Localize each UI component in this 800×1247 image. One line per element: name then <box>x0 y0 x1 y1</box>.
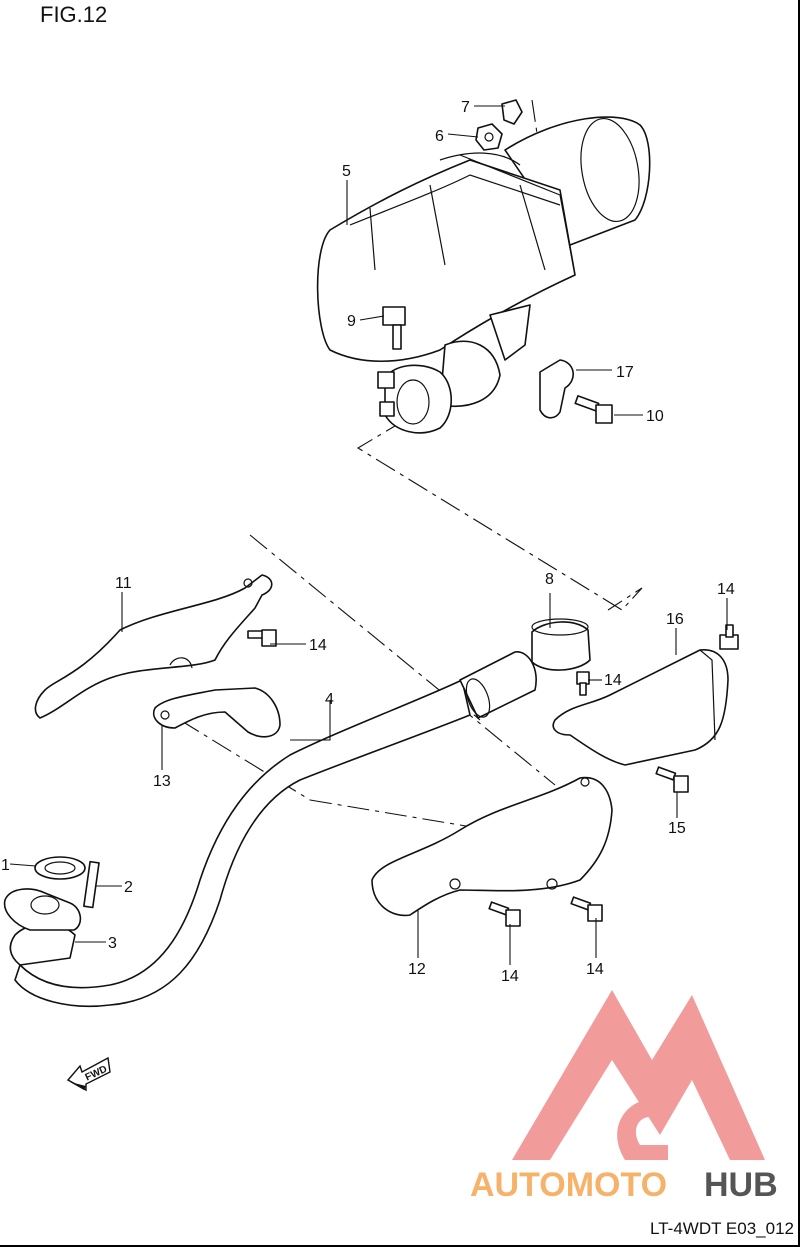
figure-title: FIG.12 <box>40 2 108 27</box>
callout-12: 12 <box>408 961 426 978</box>
heat-shield-16 <box>552 649 729 766</box>
exhaust-pipe <box>9 651 537 1008</box>
bolt-14-a <box>247 629 277 647</box>
watermark-word-b: HUB <box>704 1166 778 1204</box>
heat-shield-12 <box>371 776 613 917</box>
bolt-9 <box>382 306 406 350</box>
callout-2: 2 <box>124 879 133 896</box>
leader-lines <box>9 105 728 965</box>
callout-15: 15 <box>668 820 686 837</box>
callout-5: 5 <box>342 163 351 180</box>
callout-14-c: 14 <box>604 672 622 689</box>
bolt-14-c <box>576 671 590 696</box>
figure-code: LT-4WDT E03_012 <box>650 1219 794 1238</box>
callout-8: 8 <box>545 571 554 588</box>
callout-4: 4 <box>325 691 334 708</box>
nut-6 <box>475 123 503 151</box>
fwd-label: FWD <box>84 1064 109 1084</box>
callout-14-a: 14 <box>309 637 327 654</box>
callout-13: 13 <box>153 773 171 790</box>
callout-14-e: 14 <box>586 961 604 978</box>
bolt-14-e <box>570 896 603 922</box>
bolt-15 <box>655 766 689 793</box>
callout-3: 3 <box>108 935 117 952</box>
muffler-inlet-pipe <box>377 340 501 434</box>
callout-9: 9 <box>347 313 356 330</box>
bolt-14-b <box>719 624 739 650</box>
muffler <box>316 116 651 362</box>
heat-shield-13 <box>153 687 281 738</box>
bolt-14-d <box>488 901 521 927</box>
callout-7: 7 <box>461 99 470 116</box>
watermark-logo-icon <box>512 990 765 1160</box>
callout-16: 16 <box>666 611 684 628</box>
callout-6: 6 <box>435 128 444 145</box>
bolt-10 <box>574 395 613 424</box>
callout-17: 17 <box>616 364 634 381</box>
callout-labels: 1 2 3 4 5 6 7 8 9 10 11 12 13 14 14 14 1… <box>1 99 735 985</box>
bracket-17 <box>539 359 574 419</box>
callout-11: 11 <box>115 575 132 592</box>
callout-14-b: 14 <box>717 581 735 598</box>
watermark-word-a: AUTOMOTO <box>470 1166 667 1204</box>
flange <box>3 888 82 931</box>
connector-8 <box>531 618 591 671</box>
callout-14-d: 14 <box>501 968 519 985</box>
stud-2 <box>83 860 100 909</box>
callout-1: 1 <box>1 857 10 874</box>
fwd-arrow-icon: FWD <box>66 1056 111 1092</box>
callout-10: 10 <box>646 408 664 425</box>
watermark-text: AUTOMOTO HUB <box>470 1166 778 1204</box>
nut-7 <box>501 99 523 125</box>
gasket-1 <box>34 856 86 880</box>
heat-shield-11 <box>34 574 273 719</box>
